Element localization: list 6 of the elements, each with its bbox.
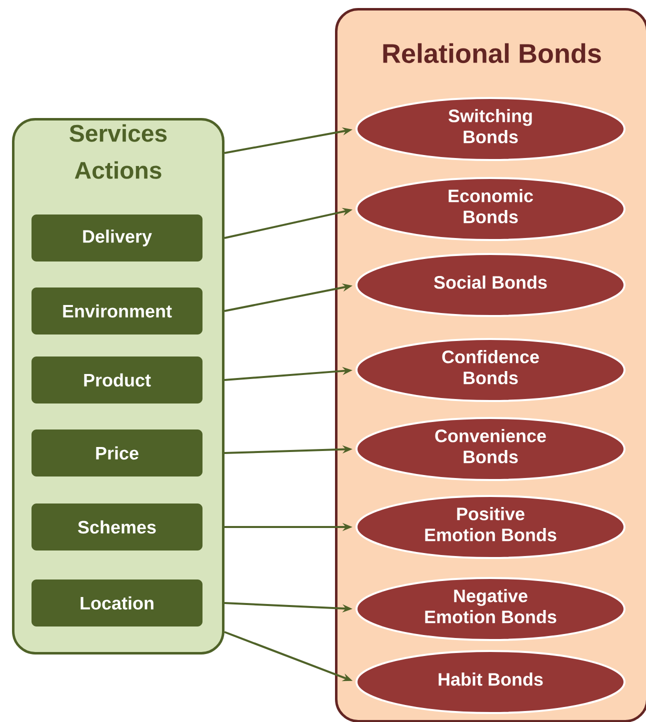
action-box: Environment (32, 288, 202, 334)
action-box: Delivery (32, 214, 202, 262)
action-box: Location (32, 580, 202, 626)
action-box: Product (32, 356, 202, 404)
action-box: Schemes (32, 504, 202, 550)
action-box: Price (32, 430, 202, 476)
